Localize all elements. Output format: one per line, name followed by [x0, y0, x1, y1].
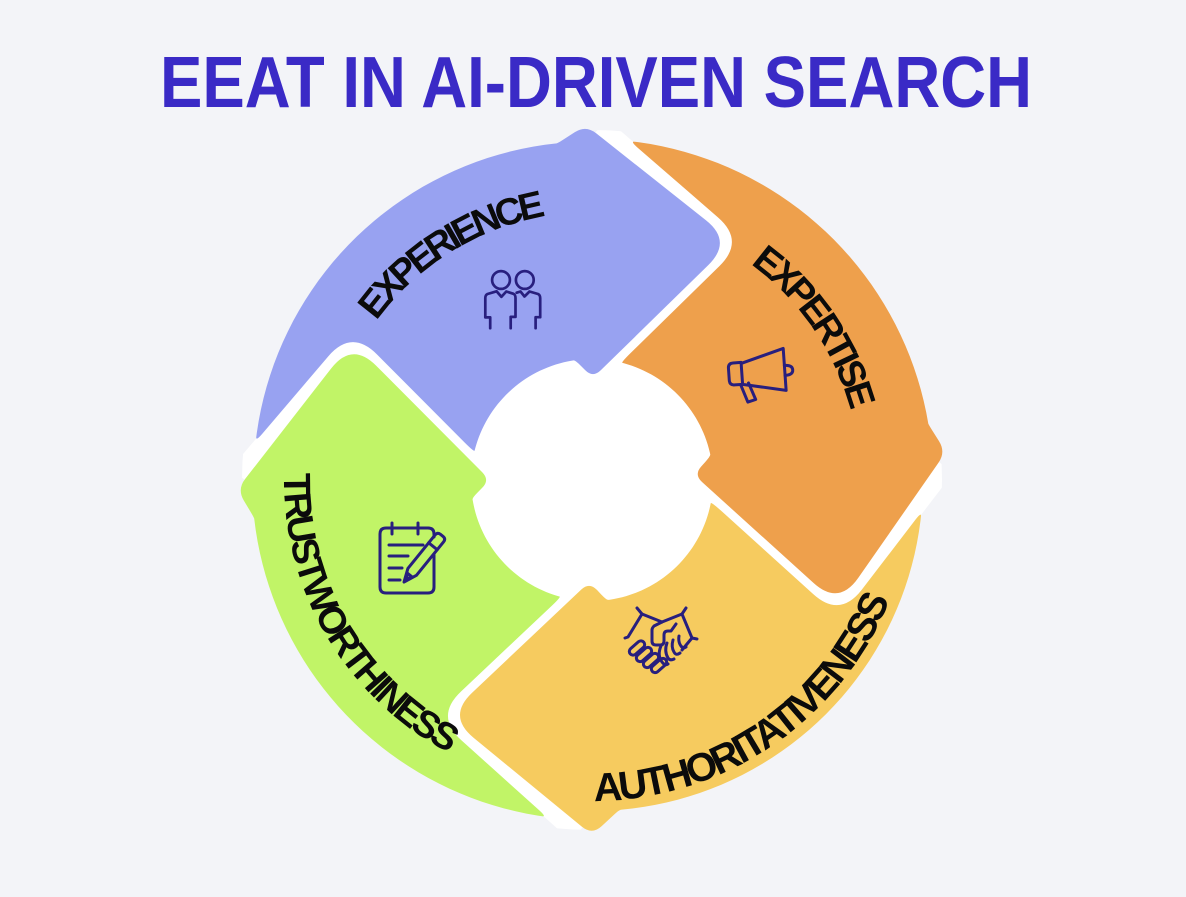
svg-text:EEAT IN AI-DRIVEN SEARCH: EEAT IN AI-DRIVEN SEARCH [160, 43, 1032, 123]
